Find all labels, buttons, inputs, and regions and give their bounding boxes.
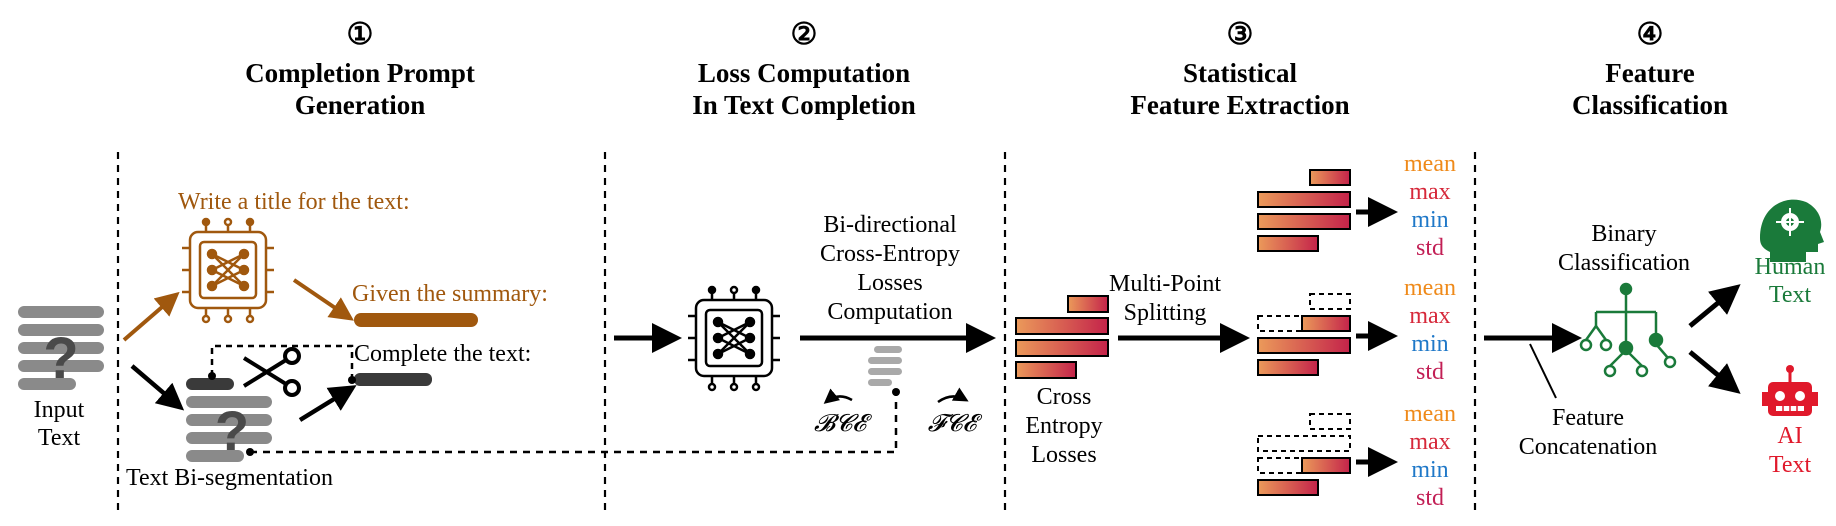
arrow-to-ai [1688,350,1741,394]
loss-bars [1015,295,1109,379]
stat-std-2: std [1415,359,1445,385]
human-text-label-1: Human [1754,254,1826,280]
segmented-text-icon: ? [186,378,272,462]
multipoint-label-1: Multi-Point [1108,271,1222,297]
completion-bar [354,373,432,386]
svg-text:?: ? [215,399,249,462]
human-text-label-2: Text [1768,282,1812,308]
stage-3-title-line1: Statistical [1183,58,1297,88]
stat-min-2: min [1411,331,1449,357]
feature-concat-label-2: Concatenation [1518,434,1658,460]
dashed-connector-bottom [248,392,898,455]
svg-text:?: ? [43,326,78,391]
split-group-1 [1257,169,1351,252]
prompt-summary-text: Given the summary: [352,281,548,307]
text-bisegmentation-label: Text Bi-segmentation [126,465,333,491]
stat-min-3: min [1411,457,1449,483]
scissors-icon [242,347,301,397]
fce-arrow [937,387,969,404]
bce-label: 𝓑𝓒𝓔 [814,411,866,437]
stage-4-title-line1: Feature [1605,58,1695,88]
stat-max-2: max [1409,303,1451,329]
stat-max-3: max [1409,429,1451,455]
arrow-input-down [130,364,185,411]
bidirectional-label-3: Losses [857,270,923,296]
brown-arrow-up [122,291,180,342]
stat-std-3: std [1415,485,1445,511]
brown-arrow-down [292,278,354,321]
binary-classification-label-2: Classification [1558,250,1690,276]
stage-3-number: ③ [1226,18,1254,51]
split-group-2 [1257,293,1351,376]
input-text-label-1: Input [33,397,85,423]
stage-2-title-line2: In Text Completion [692,90,916,120]
binary-classification-label-1: Binary [1591,221,1657,247]
stage-2-title-line1: Loss Computation [697,58,911,88]
input-text-label-2: Text [37,425,81,451]
stage-separators [116,152,1477,516]
feature-concat-label-1: Feature [1552,405,1624,431]
stat-std-1: std [1415,235,1445,261]
stat-min-1: min [1411,207,1449,233]
robot-icon [1762,365,1818,416]
bidirectional-label-2: Cross-Entropy [820,241,960,267]
arrow-to-human [1688,284,1741,328]
cross-entropy-label-1: Cross [1036,384,1092,410]
prompt-title-text: Write a title for the text: [178,189,410,215]
neural-chip-icon-prompt [182,217,274,324]
stat-mean-3: mean [1404,401,1456,427]
prompt-complete-text: Complete the text: [354,341,532,367]
ai-text-label-1: AI [1777,423,1803,449]
dashed-connector-top [210,344,354,380]
ai-text-label-2: Text [1768,452,1812,478]
fce-label: 𝓕𝓒𝓔 [927,411,977,437]
stage-4-title-line2: Classification [1571,90,1729,120]
bce-arrow [823,388,853,404]
stage-4-number: ④ [1636,18,1664,51]
stage-3-title-line2: Feature Extraction [1130,90,1350,120]
small-text-icon [868,346,902,386]
bidirectional-label-1: Bi-directional [823,212,957,238]
human-head-icon [1760,199,1824,262]
stage-1-title-line1: Completion Prompt [245,58,475,88]
decision-tree-icon [1579,282,1677,378]
bidirectional-label-4: Computation [827,299,953,325]
split-group-3 [1257,413,1351,496]
stage-1-number: ① [346,18,374,51]
stat-mean-2: mean [1404,275,1456,301]
neural-chip-icon-loss [688,285,780,392]
concat-pointer [1529,343,1557,399]
arrow-segment-complete [298,385,357,422]
multipoint-label-2: Splitting [1123,300,1207,326]
summary-bar [354,313,478,327]
stat-mean-1: mean [1404,151,1456,177]
cross-entropy-label-2: Entropy [1025,413,1103,439]
stage-2-number: ② [790,18,818,51]
stage-1-title-line2: Generation [294,90,426,120]
stat-max-1: max [1409,179,1451,205]
cross-entropy-label-3: Losses [1031,442,1097,468]
input-text-icon: ? [18,306,104,391]
